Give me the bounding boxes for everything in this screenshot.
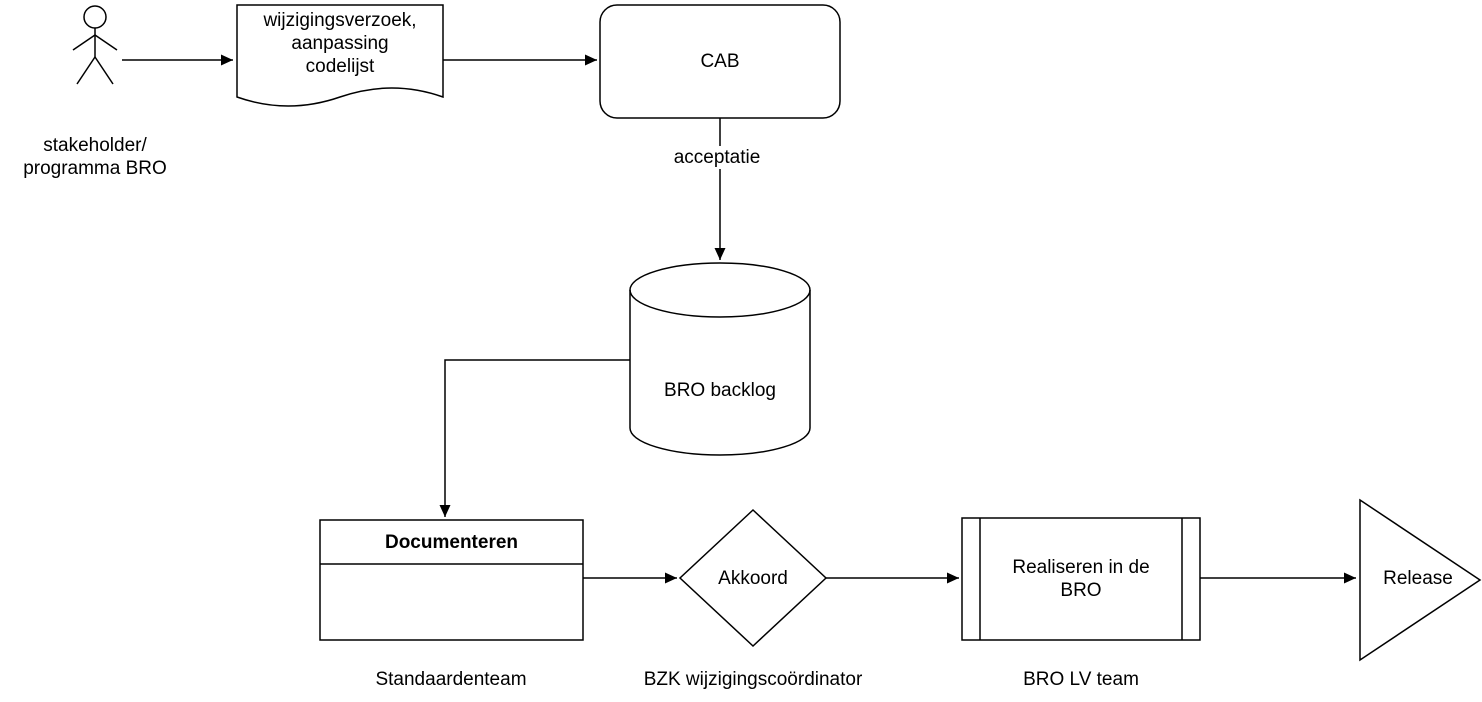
release-triangle-shape: [1359, 498, 1482, 662]
document-label: wijzigingsverzoek, aanpassing codelijst: [263, 10, 417, 77]
backlog-label: BRO backlog: [664, 380, 776, 401]
actor-figure-icon: [72, 5, 118, 85]
lane-label-standaardenteam: Standaardenteam: [375, 669, 527, 690]
lane-label-bro-lv-team: BRO LV team: [1023, 669, 1139, 690]
edge-backlog-documenteren: [439, 359, 630, 517]
documenteren-title: Documenteren: [384, 532, 519, 553]
document-shape: [236, 4, 444, 107]
documenteren-process-shape: [319, 519, 584, 641]
akkoord-decision-shape: [678, 508, 828, 648]
actor-label: stakeholder/ programma BRO: [23, 135, 167, 179]
edge-label-acceptatie: acceptatie: [642, 146, 792, 169]
realiseren-predefined-process-shape: [961, 517, 1201, 641]
realiseren-label: Realiseren in de BRO: [1012, 557, 1150, 601]
backlog-cylinder-shape: [629, 262, 811, 456]
cab-label: CAB: [700, 51, 740, 72]
lane-label-bzk: BZK wijzigingscoördinator: [643, 669, 863, 690]
akkoord-label: Akkoord: [718, 568, 788, 589]
release-label: Release: [1383, 568, 1453, 589]
